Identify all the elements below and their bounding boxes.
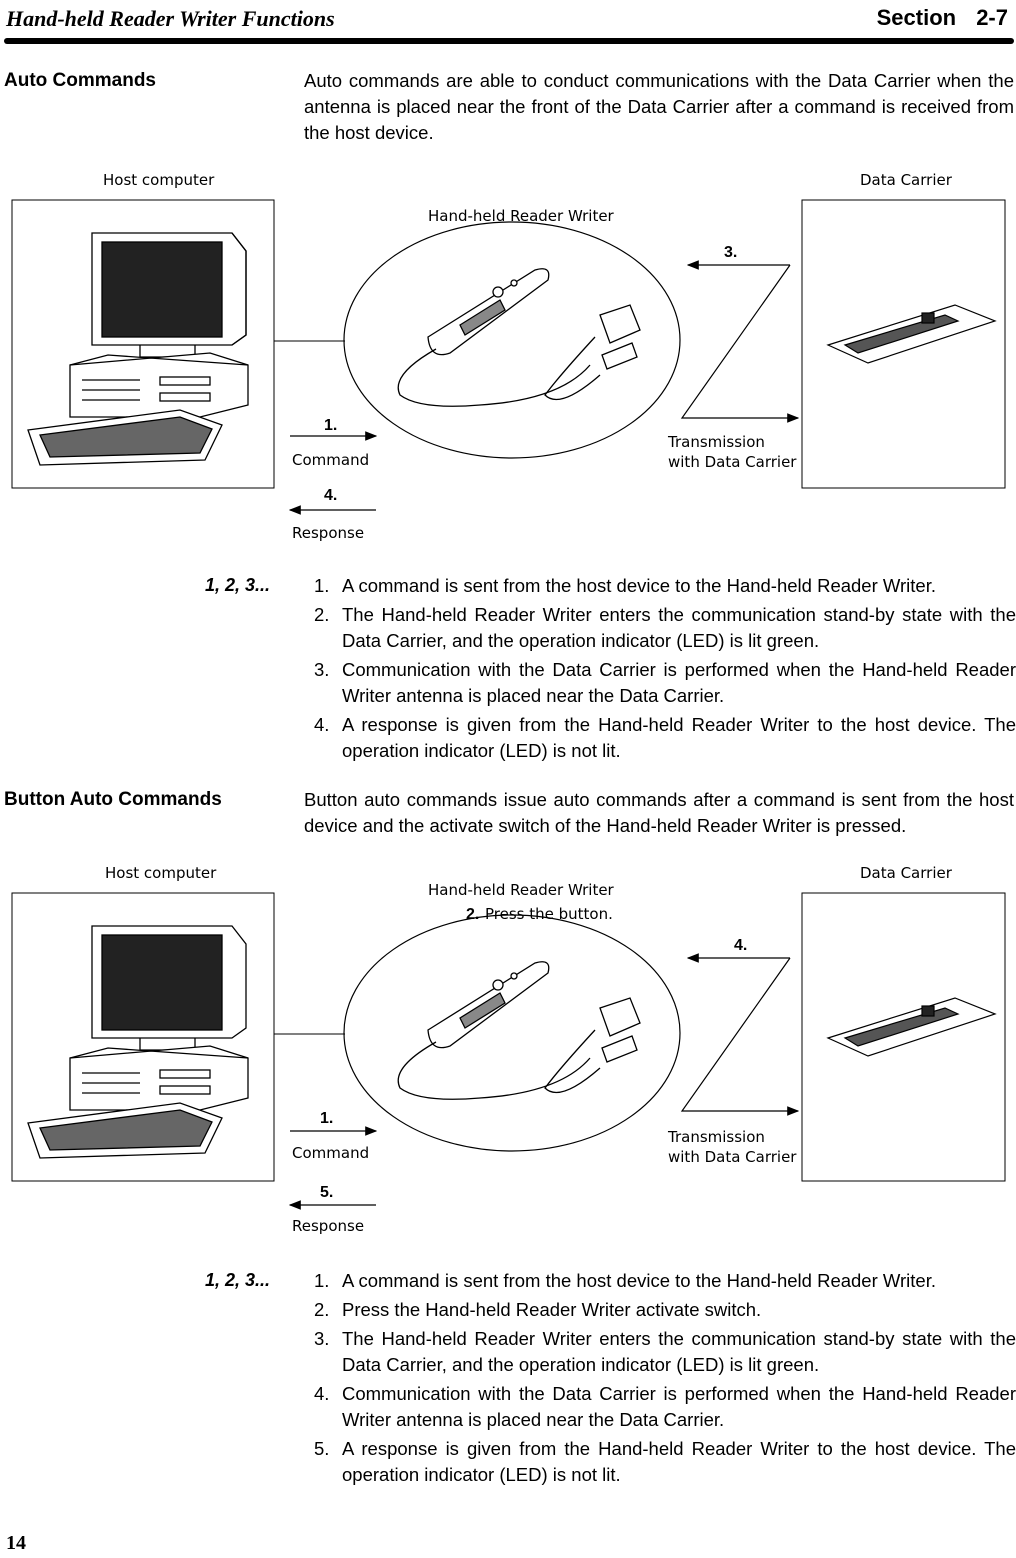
button-steps-list: 1.A command is sent from the host device… [314,1268,1016,1491]
list-item: 4.Communication with the Data Carrier is… [314,1383,1016,1430]
reader-writer-label: Hand-held Reader Writer [428,881,615,899]
host-computer-icon [27,232,249,466]
auto-commands-diagram: Host computer Hand-held Reader Writer Da… [0,165,1016,550]
press-button-label: Press the button. [485,905,613,923]
response-step-number: 4. [324,487,337,504]
button-auto-commands-heading: Button Auto Commands [4,789,222,810]
button-auto-commands-intro: Button auto commands issue auto commands… [304,789,1014,836]
auto-commands-intro: Auto commands are able to conduct commun… [304,70,1014,143]
host-computer-frame [11,892,275,1182]
press-step-number: 2. [466,906,479,923]
list-item: 5.A response is given from the Hand-held… [314,1438,1016,1485]
transmission-step-number: 4. [734,937,747,954]
data-carrier-icon [826,304,997,364]
running-header-section: Section 2-7 [876,5,1008,30]
command-label: Command [292,1144,369,1162]
reader-writer-icon [397,268,641,407]
auto-commands-heading: Auto Commands [4,70,156,91]
list-item: 4.A response is given from the Hand-held… [314,714,1016,761]
reader-writer-icon [397,961,641,1100]
data-carrier-frame [801,199,1006,489]
data-carrier-frame [801,892,1006,1182]
transmission-arrow-out [680,264,800,423]
response-label: Response [292,524,364,542]
transmission-label-line1: Transmission [667,433,765,451]
transmission-step-number: 3. [724,244,737,261]
auto-steps-label: 1, 2, 3... [205,575,271,595]
command-label: Command [292,451,369,469]
page-number: 14 [6,1532,26,1554]
command-step-number: 1. [320,1110,333,1127]
host-computer-frame [11,199,275,489]
data-carrier-icon [826,997,997,1057]
data-carrier-label: Data Carrier [860,864,953,882]
host-computer-icon [27,925,249,1159]
list-item: 3.The Hand-held Reader Writer enters the… [314,1328,1016,1375]
list-item: 2.The Hand-held Reader Writer enters the… [314,604,1016,651]
header-rule [4,38,1014,44]
reader-writer-range [343,914,681,1152]
transmission-label-line2: with Data Carrier [668,1148,797,1166]
reader-writer-label: Hand-held Reader Writer [428,207,615,225]
list-item: 2.Press the Hand-held Reader Writer acti… [314,1299,762,1320]
transmission-label-line1: Transmission [667,1128,765,1146]
button-steps-label: 1, 2, 3... [205,1270,271,1290]
transmission-arrow-out [680,957,800,1116]
button-auto-commands-diagram: Host computer Hand-held Reader Writer 2.… [0,858,1016,1243]
list-item: 3.Communication with the Data Carrier is… [314,659,1016,706]
host-computer-label: Host computer [105,864,217,882]
auto-steps-list: 1.A command is sent from the host device… [314,573,1016,767]
running-header-title: Hand-held Reader Writer Functions [6,6,335,31]
host-computer-label: Host computer [103,171,215,189]
command-step-number: 1. [324,417,337,434]
list-item: 1.A command is sent from the host device… [314,575,937,596]
response-label: Response [292,1217,364,1235]
transmission-label-line2: with Data Carrier [668,453,797,471]
list-item: 1.A command is sent from the host device… [314,1270,937,1291]
data-carrier-label: Data Carrier [860,171,953,189]
response-step-number: 5. [320,1184,333,1201]
reader-writer-range [343,221,681,459]
